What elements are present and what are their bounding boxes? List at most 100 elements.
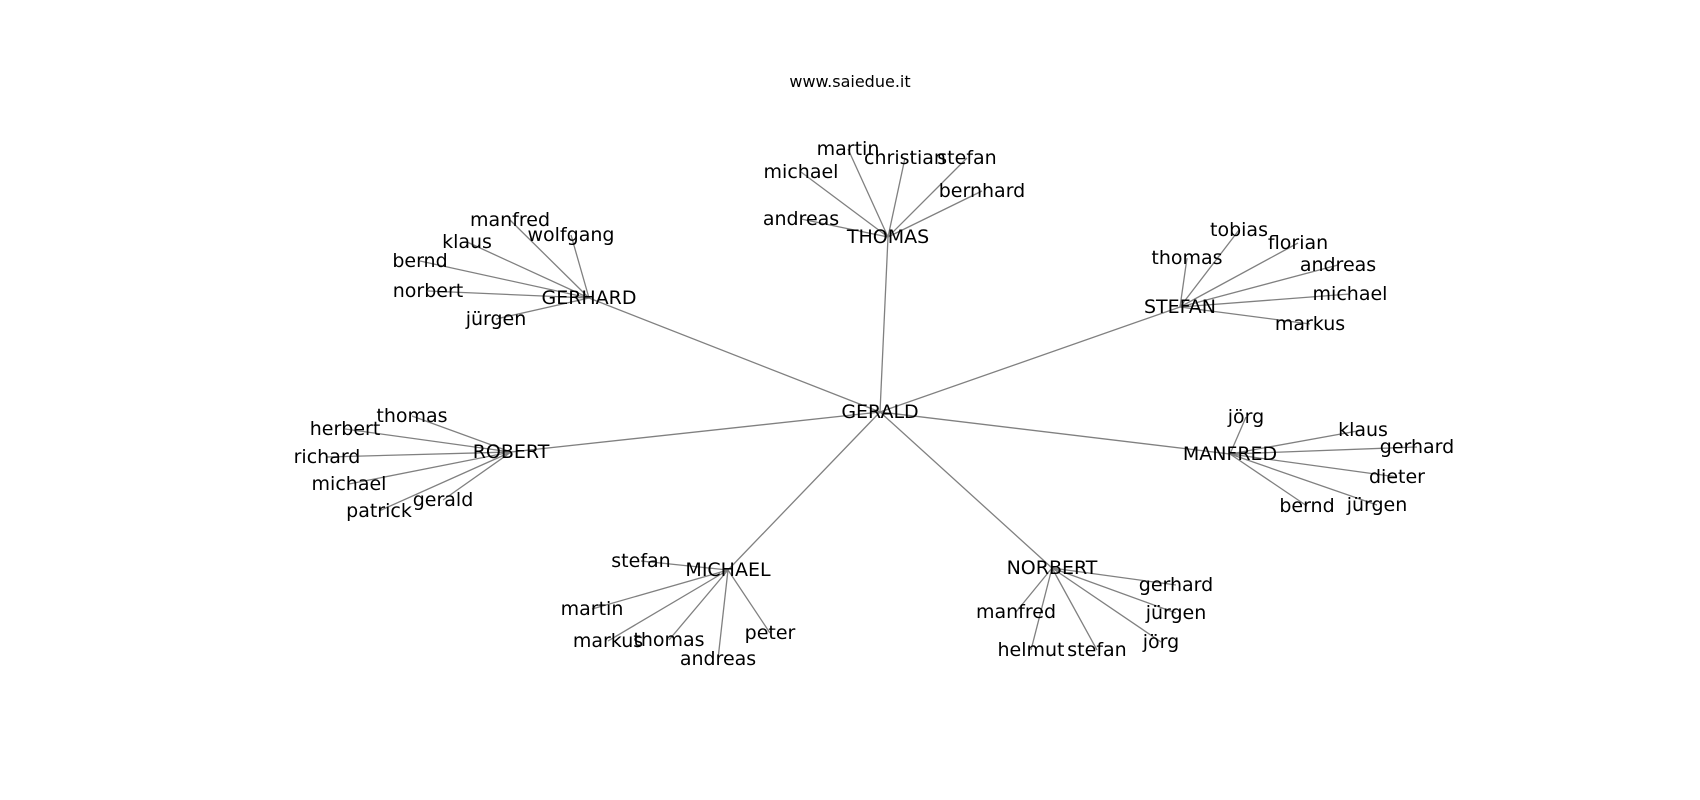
leaf-node-label: dieter [1369, 466, 1425, 488]
leaf-node-label: manfred [976, 601, 1056, 623]
edge-manfred-to-jürgen [1229, 453, 1378, 506]
leaf-node-label: stefan [937, 147, 996, 169]
edge-robert-to-gerald [442, 451, 512, 501]
edge-thomas-to-christian [887, 157, 906, 238]
leaf-node-label: thomas [633, 629, 704, 651]
edge-norbert-to-jürgen [1051, 567, 1177, 614]
leaf-node-label: florian [1268, 232, 1328, 254]
edge-michael-to-stefan [640, 560, 729, 571]
edge-robert-to-patrick [378, 451, 512, 512]
leaf-node-label: andreas [680, 648, 756, 670]
edge-thomas-to-andreas [800, 218, 889, 238]
edge-stefan-to-thomas [1179, 257, 1188, 308]
hub-node-label: MICHAEL [685, 559, 771, 581]
edge-gerhard-to-norbert [427, 290, 590, 299]
leaf-node-label: jürgen [1145, 602, 1207, 624]
leaf-node-label: klaus [442, 231, 492, 253]
leaf-node-label: christian [864, 147, 946, 169]
leaf-node-label: gerhard [1380, 436, 1454, 458]
edge-thomas-to-stefan [887, 157, 968, 238]
edge-norbert-to-jörg [1051, 567, 1162, 643]
edge-thomas-to-martin [847, 148, 889, 238]
edge-stefan-to-andreas [1179, 264, 1339, 308]
leaf-node-label: andreas [763, 208, 839, 230]
edge-root-to-stefan [879, 306, 1181, 413]
leaf-node-label: michael [312, 473, 387, 495]
edge-manfred-to-gerhard [1229, 446, 1418, 455]
edge-robert-to-michael [348, 451, 512, 485]
edge-root-to-norbert [879, 411, 1053, 569]
leaf-node-label: bernd [1279, 495, 1334, 517]
hub-node-label: MANFRED [1183, 443, 1277, 465]
leaf-node-label: thomas [376, 405, 447, 427]
leaf-node-label: manfred [470, 209, 550, 231]
edge-norbert-to-manfred [1015, 567, 1053, 613]
edge-root-to-robert [510, 411, 881, 453]
leaf-node-label: jürgen [1346, 494, 1408, 516]
site-title[interactable]: www.saiedue.it [789, 72, 911, 91]
edge-michael-to-markus [607, 569, 729, 642]
edge-root-to-manfred [879, 411, 1231, 455]
edge-manfred-to-klaus [1229, 429, 1364, 455]
edge-norbert-to-stefan [1051, 567, 1098, 651]
edge-thomas-to-michael [800, 171, 889, 238]
edge-gerhard-to-wolfgang [570, 234, 590, 299]
edge-norbert-to-helmut [1030, 567, 1053, 651]
leaf-node-label: stefan [611, 550, 670, 572]
edge-gerhard-to-klaus [466, 241, 590, 299]
edge-manfred-to-dieter [1229, 453, 1398, 478]
leaf-node-label: michael [764, 161, 839, 183]
edge-michael-to-andreas [717, 569, 729, 660]
edge-gerhard-to-bernd [419, 260, 590, 299]
leaf-node-label: gerhard [1139, 574, 1213, 596]
hub-node-label: THOMAS [846, 226, 929, 248]
edge-michael-to-thomas [668, 569, 729, 641]
edge-root-to-michael [727, 411, 881, 571]
leaf-node-label: tobias [1210, 219, 1268, 241]
edge-stefan-to-tobias [1179, 229, 1240, 308]
edge-norbert-to-gerhard [1051, 567, 1177, 586]
leaf-node-label: michael [1313, 283, 1388, 305]
edge-root-to-gerhard [588, 297, 881, 413]
leaf-node-label: stefan [1067, 639, 1126, 661]
leaf-node-label: jörg [1227, 406, 1264, 428]
leaf-node-label: jörg [1142, 631, 1179, 653]
edge-gerhard-to-jürgen [495, 297, 590, 320]
edge-gerhard-to-manfred [509, 219, 590, 299]
leaf-node-label: helmut [997, 639, 1064, 661]
leaf-node-label: martin [561, 598, 624, 620]
hub-node-label: STEFAN [1144, 296, 1216, 318]
edge-thomas-to-bernhard [887, 190, 983, 238]
leaf-node-label: peter [745, 622, 796, 644]
leaf-node-label: gerald [413, 489, 474, 511]
leaf-node-label: andreas [1300, 254, 1376, 276]
hub-node-label: GERHARD [541, 287, 636, 309]
edge-stefan-to-markus [1179, 306, 1311, 325]
edge-robert-to-herbert [344, 428, 512, 453]
labels-layer: GERALDTHOMASmartinchristianstefanmichael… [294, 138, 1455, 670]
edge-stefan-to-michael [1179, 293, 1351, 308]
edge-michael-to-peter [727, 569, 771, 634]
leaf-node-label: bernd [392, 250, 447, 272]
leaf-node-label: bernhard [939, 180, 1026, 202]
hub-node-label: ROBERT [473, 441, 550, 463]
edge-root-to-thomas [879, 236, 889, 413]
leaf-node-label: markus [1275, 313, 1345, 335]
hub-node-label: NORBERT [1007, 557, 1098, 579]
leaf-node-label: wolfgang [528, 224, 615, 246]
leaf-node-label: richard [294, 446, 361, 468]
edge-manfred-to-jörg [1229, 416, 1247, 455]
leaf-node-label: herbert [310, 418, 381, 440]
leaf-node-label: martin [817, 138, 880, 160]
edge-stefan-to-florian [1179, 242, 1299, 308]
edge-michael-to-martin [591, 569, 729, 610]
edge-robert-to-richard [326, 451, 512, 458]
edge-manfred-to-bernd [1229, 453, 1308, 507]
root-node-label: GERALD [841, 401, 918, 423]
leaf-node-label: klaus [1338, 419, 1388, 441]
leaf-node-label: patrick [346, 500, 412, 522]
edges-layer [326, 148, 1418, 660]
leaf-node-label: markus [573, 630, 643, 652]
leaf-node-label: thomas [1151, 247, 1222, 269]
